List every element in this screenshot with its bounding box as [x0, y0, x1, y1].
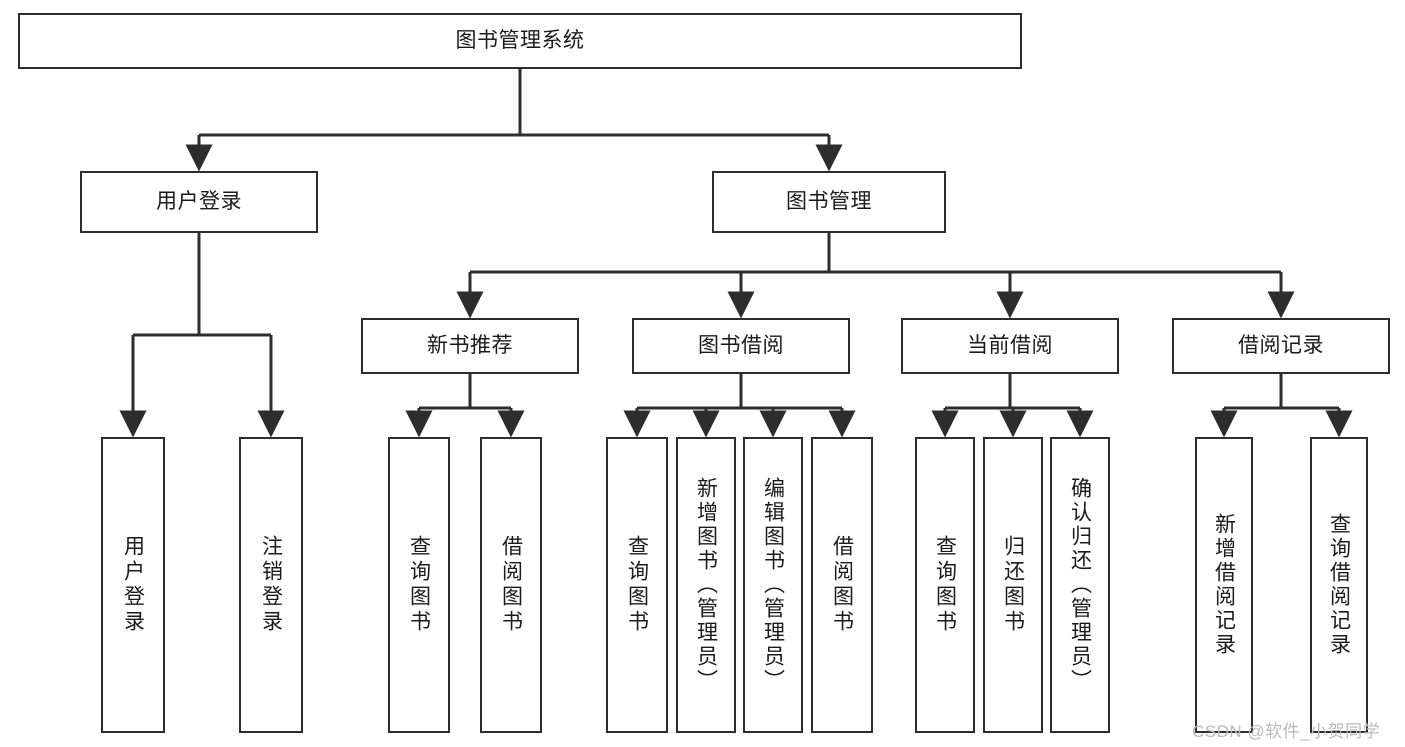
- node-leaf-3: 借阅图书: [480, 437, 542, 733]
- node-leaf-1: 注销登录: [239, 437, 303, 733]
- node-root-图书管理系统: 图书管理系统: [18, 13, 1022, 69]
- node-level2-借阅记录: 借阅记录: [1172, 318, 1390, 374]
- node-leaf-5: 新增图书（管理员）: [676, 437, 736, 733]
- node-level2-当前借阅: 当前借阅: [901, 318, 1119, 374]
- node-level1-图书管理: 图书管理: [712, 171, 946, 233]
- node-label: 图书管理系统: [455, 29, 585, 53]
- node-label: 编辑图书（管理员）: [761, 477, 785, 693]
- node-leaf-9: 归还图书: [983, 437, 1043, 733]
- node-leaf-6: 编辑图书（管理员）: [743, 437, 803, 733]
- node-leaf-10: 确认归还（管理员）: [1050, 437, 1110, 733]
- node-level1-用户登录: 用户登录: [80, 171, 318, 233]
- node-label: 图书借阅: [698, 334, 784, 358]
- node-label: 借阅图书: [830, 535, 854, 635]
- node-label: 注销登录: [259, 535, 283, 635]
- node-label: 用户登录: [121, 535, 145, 635]
- node-label: 新书推荐: [427, 334, 513, 358]
- node-label: 图书管理: [786, 190, 872, 214]
- node-leaf-8: 查询图书: [915, 437, 975, 733]
- node-label: 新增借阅记录: [1212, 513, 1236, 657]
- node-label: 当前借阅: [967, 334, 1053, 358]
- node-leaf-12: 查询借阅记录: [1310, 437, 1368, 733]
- node-label: 查询图书: [625, 535, 649, 635]
- node-level2-新书推荐: 新书推荐: [361, 318, 579, 374]
- node-label: 归还图书: [1001, 535, 1025, 635]
- node-leaf-11: 新增借阅记录: [1195, 437, 1253, 733]
- node-leaf-0: 用户登录: [101, 437, 165, 733]
- node-label: 新增图书（管理员）: [694, 477, 718, 693]
- node-label: 借阅图书: [499, 535, 523, 635]
- csdn-watermark: CSDN @软件_小贺同学: [1192, 722, 1381, 741]
- node-label: 查询借阅记录: [1327, 513, 1351, 657]
- node-label: 确认归还（管理员）: [1068, 477, 1092, 693]
- node-label: 查询图书: [407, 535, 431, 635]
- node-label: 查询图书: [933, 535, 957, 635]
- node-leaf-4: 查询图书: [606, 437, 668, 733]
- node-leaf-7: 借阅图书: [811, 437, 873, 733]
- node-label: 用户登录: [156, 190, 242, 214]
- node-label: 借阅记录: [1238, 334, 1324, 358]
- node-leaf-2: 查询图书: [388, 437, 450, 733]
- node-level2-图书借阅: 图书借阅: [632, 318, 850, 374]
